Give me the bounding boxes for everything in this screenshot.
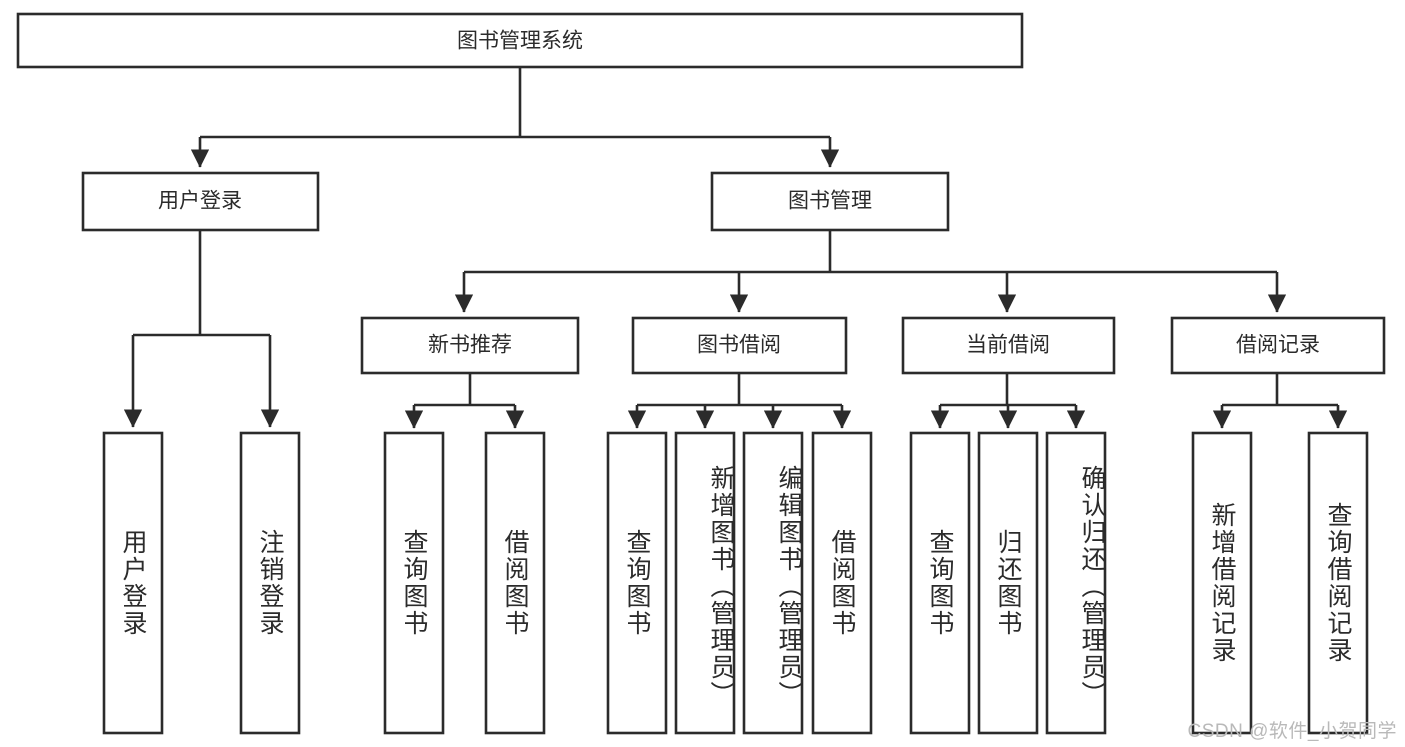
- leaf-box-user-login-2[interactable]: [239, 431, 301, 735]
- node-current-borrow[interactable]: 当前借阅: [901, 316, 1116, 375]
- node-current-borrow-label: 当前借阅: [966, 334, 1050, 357]
- connector-group-borrow-record: [1212, 373, 1348, 429]
- connector-group-root: [190, 67, 840, 168]
- node-root-box[interactable]: [16, 12, 1024, 69]
- node-new-book-recommend-box[interactable]: [360, 316, 580, 375]
- node-borrow-record[interactable]: 借阅记录: [1170, 316, 1386, 375]
- node-new-book-recommend-label: 新书推荐: [428, 334, 512, 357]
- leaf-box-user-login-1[interactable]: [102, 431, 164, 735]
- leaf-box-new-book-1[interactable]: [383, 431, 445, 735]
- node-borrow-record-box[interactable]: [1170, 316, 1386, 375]
- connector-group-book-manage: [454, 230, 1287, 313]
- leaf-box-current-borrow-3[interactable]: [1045, 431, 1107, 735]
- node-user-login[interactable]: 用户登录: [81, 171, 320, 232]
- leaf-box-new-book-2[interactable]: [484, 431, 546, 735]
- leaf-box-book-borrow-4[interactable]: [811, 431, 873, 735]
- node-book-manage[interactable]: 图书管理: [710, 171, 950, 232]
- node-root[interactable]: 图书管理系统: [16, 12, 1024, 69]
- connector-group-book-borrow: [627, 373, 852, 429]
- node-root-label: 图书管理系统: [457, 30, 583, 53]
- node-user-login-box[interactable]: [81, 171, 320, 232]
- leaf-box-current-borrow-2[interactable]: [977, 431, 1039, 735]
- leaf-box-book-borrow-3[interactable]: [742, 431, 804, 735]
- node-user-login-label: 用户登录: [158, 190, 242, 213]
- connector-group-current-borrow: [930, 373, 1086, 429]
- node-book-borrow-box[interactable]: [631, 316, 848, 375]
- node-borrow-record-label: 借阅记录: [1236, 334, 1320, 357]
- node-book-borrow[interactable]: 图书借阅: [631, 316, 848, 375]
- leaf-box-current-borrow-1[interactable]: [909, 431, 971, 735]
- watermark-text: CSDN @软件_小贺同学: [1187, 721, 1397, 742]
- leaf-box-book-borrow-1[interactable]: [606, 431, 668, 735]
- connector-group-user-login: [123, 230, 280, 428]
- node-new-book-recommend[interactable]: 新书推荐: [360, 316, 580, 375]
- node-book-manage-label: 图书管理: [788, 190, 872, 213]
- leaf-box-borrow-record-2[interactable]: [1307, 431, 1369, 735]
- node-book-borrow-label: 图书借阅: [697, 334, 781, 357]
- leaf-box-borrow-record-1[interactable]: [1191, 431, 1253, 735]
- node-book-manage-box[interactable]: [710, 171, 950, 232]
- leaf-box-book-borrow-2[interactable]: [674, 431, 736, 735]
- node-current-borrow-box[interactable]: [901, 316, 1116, 375]
- connector-group-new-book: [404, 373, 525, 429]
